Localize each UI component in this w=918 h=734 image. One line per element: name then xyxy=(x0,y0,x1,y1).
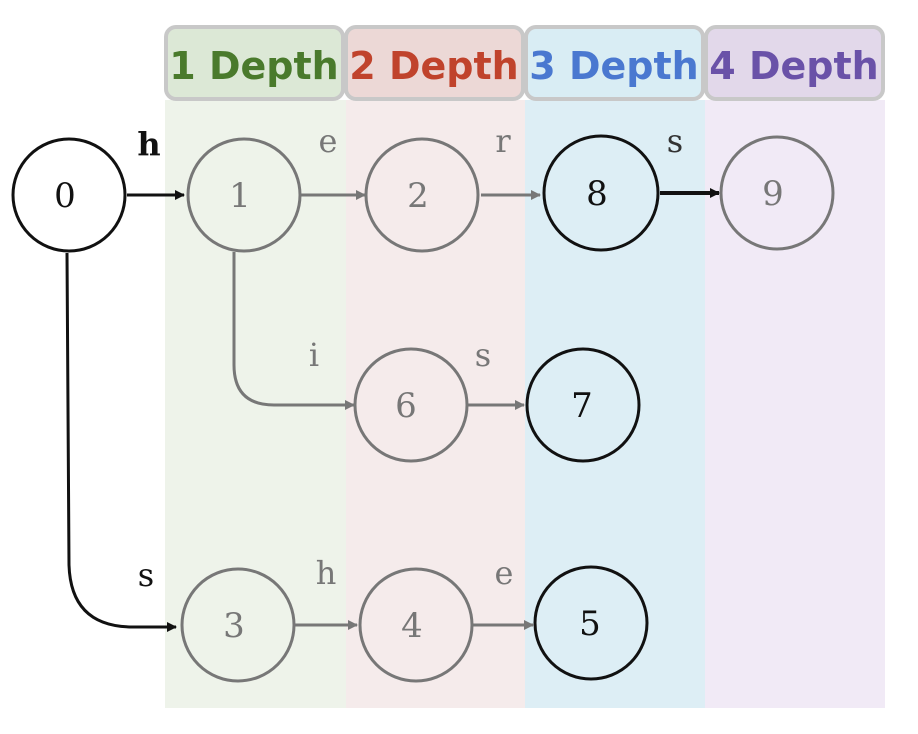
node-label-9: 9 xyxy=(762,174,784,214)
header-box-3 xyxy=(524,25,705,101)
edge-label-6-7: s xyxy=(475,336,491,374)
node-3: 3 xyxy=(180,567,296,683)
band-depth-4 xyxy=(705,100,885,708)
node-circle-1 xyxy=(186,137,302,253)
node-label-4: 4 xyxy=(401,606,423,646)
node-9: 9 xyxy=(719,135,835,251)
header-depth-3: 3 Depth xyxy=(524,25,705,101)
node-label-8: 8 xyxy=(586,174,608,214)
node-4: 4 xyxy=(358,567,474,683)
edge-label-3-4: h xyxy=(316,554,337,592)
edges xyxy=(65,188,720,632)
nodes: 0 1 2 8 9 6 7 3 xyxy=(11,134,835,683)
node-6: 6 xyxy=(353,347,469,463)
node-0: 0 xyxy=(11,137,127,253)
depth-headers: 1 Depth 2 Depth 3 Depth 4 Depth xyxy=(164,25,885,101)
node-circle-4 xyxy=(358,567,474,683)
node-circle-3 xyxy=(180,567,296,683)
header-box-1 xyxy=(164,25,345,101)
header-box-4 xyxy=(704,25,885,101)
edge-0-3 xyxy=(65,252,177,632)
node-label-2: 2 xyxy=(407,176,429,216)
edge-label-0-3: s xyxy=(138,556,154,594)
node-2: 2 xyxy=(364,137,480,253)
edge-label-8-9: s xyxy=(667,122,683,160)
edge-label-0-1: h xyxy=(137,125,160,163)
node-label-5: 5 xyxy=(579,604,601,644)
band-depth-3 xyxy=(525,100,705,708)
edge-label-2-8: r xyxy=(495,122,511,160)
node-circle-0 xyxy=(11,137,127,253)
edge-labels: h e r s i s s h e xyxy=(137,122,683,594)
edge-label-1-2: e xyxy=(319,122,338,160)
node-7: 7 xyxy=(525,347,641,463)
node-label-0: 0 xyxy=(54,176,76,216)
header-box-2 xyxy=(344,25,525,101)
header-label-1: 1 Depth xyxy=(169,44,338,88)
node-circle-6 xyxy=(353,347,469,463)
node-circle-5 xyxy=(533,565,649,681)
header-depth-4: 4 Depth xyxy=(704,25,885,101)
header-label-4: 4 Depth xyxy=(709,44,878,88)
edge-label-1-6: i xyxy=(309,336,319,374)
node-8: 8 xyxy=(542,134,660,252)
node-circle-8 xyxy=(542,134,660,252)
edge-1-6 xyxy=(232,252,355,410)
node-label-6: 6 xyxy=(395,386,417,426)
header-label-3: 3 Depth xyxy=(529,44,698,88)
node-circle-2 xyxy=(364,137,480,253)
node-label-3: 3 xyxy=(223,606,245,646)
header-depth-2: 2 Depth xyxy=(344,25,525,101)
node-label-1: 1 xyxy=(229,176,251,216)
node-circle-9 xyxy=(719,135,835,251)
node-5: 5 xyxy=(533,565,649,681)
header-depth-1: 1 Depth xyxy=(164,25,345,101)
node-1: 1 xyxy=(186,137,302,253)
node-label-7: 7 xyxy=(571,386,593,426)
edge-label-4-5: e xyxy=(495,554,514,592)
node-circle-7 xyxy=(525,347,641,463)
header-label-2: 2 Depth xyxy=(349,44,518,88)
